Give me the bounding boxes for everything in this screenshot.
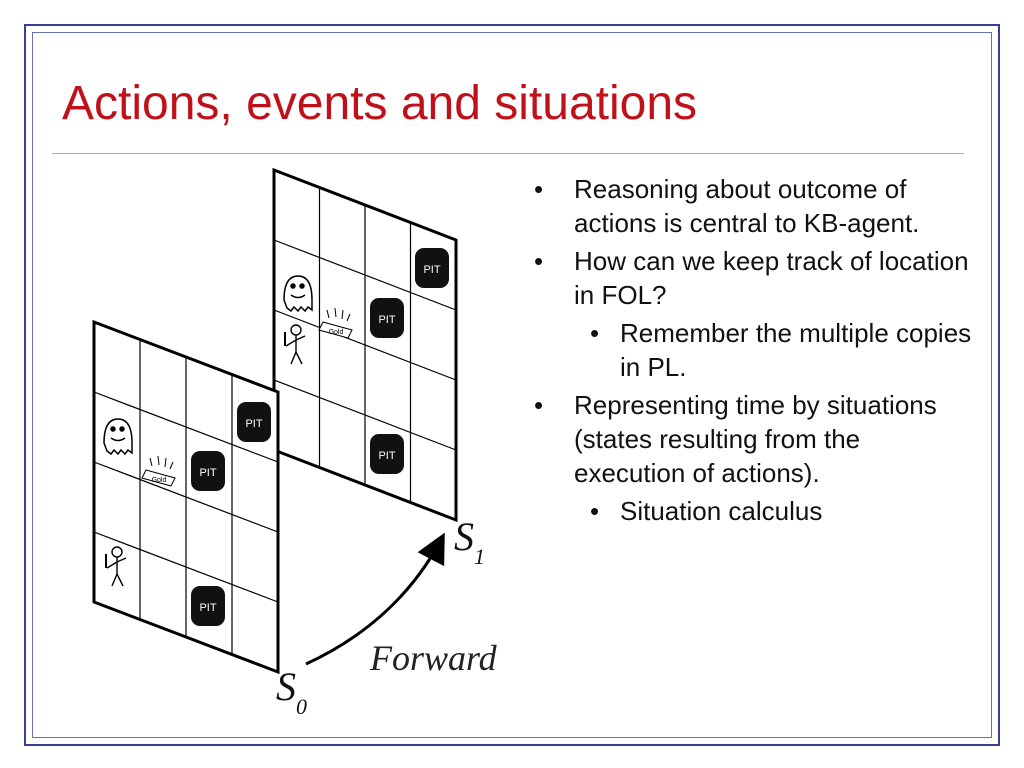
svg-text:PIT: PIT	[199, 602, 216, 614]
agent-s1	[284, 324, 306, 365]
pit-s0-a: PIT	[237, 402, 271, 442]
svg-text:PIT: PIT	[378, 314, 395, 326]
grid-s1	[272, 167, 458, 523]
pit-s0-b: PIT	[191, 451, 225, 491]
wumpus-s1	[283, 275, 313, 313]
pit-s1-a: PIT	[415, 248, 449, 288]
sub-bullet-item: • Situation calculus	[532, 494, 972, 528]
sub-bullet-item: • Remember the multiple copies in PL.	[532, 316, 972, 384]
bullet-text: Representing time by situations (states …	[574, 390, 937, 488]
svg-text:Gold: Gold	[329, 329, 344, 336]
svg-text:PIT: PIT	[378, 450, 395, 462]
pit-s0-c: PIT	[191, 586, 225, 626]
forward-label: Forward	[369, 638, 498, 678]
bullet-list: • Reasoning about outcome of actions is …	[532, 172, 972, 532]
bullet-marker: •	[534, 174, 544, 204]
bullet-text: Reasoning about outcome of actions is ce…	[574, 174, 920, 238]
bullet-marker: •	[534, 246, 544, 276]
label-s0: S 0	[276, 664, 307, 719]
slide-outer-frame	[24, 24, 1000, 746]
bullet-text: Situation calculus	[620, 496, 823, 526]
grid-s0	[92, 319, 280, 675]
bullet-item: • Reasoning about outcome of actions is …	[532, 172, 972, 240]
svg-text:PIT: PIT	[245, 418, 262, 430]
bullet-marker: •	[534, 390, 544, 420]
slide-title: Actions, events and situations	[62, 77, 698, 130]
svg-text:1: 1	[474, 544, 485, 569]
forward-arrow	[305, 532, 445, 666]
svg-text:S: S	[454, 514, 474, 559]
wumpus-situation-figure: PIT PIT PIT Gold	[92, 167, 498, 719]
svg-text:PIT: PIT	[199, 467, 216, 479]
svg-text:PIT: PIT	[423, 264, 440, 276]
pit-s1-c: PIT	[370, 434, 404, 474]
gold-s0: Gold	[141, 455, 176, 487]
gold-s1: Gold	[318, 307, 353, 339]
label-s1: S 1	[454, 514, 485, 569]
bullet-marker: •	[590, 318, 600, 348]
svg-text:Gold: Gold	[152, 477, 167, 484]
bullet-marker: •	[590, 496, 600, 526]
slide-inner-frame	[32, 32, 992, 738]
bullet-item: • Representing time by situations (state…	[532, 388, 972, 490]
svg-text:0: 0	[296, 694, 307, 719]
wumpus-s0	[103, 418, 133, 456]
svg-text:S: S	[276, 664, 296, 709]
title-divider	[52, 153, 964, 154]
bullet-text: How can we keep track of location in FOL…	[574, 246, 969, 310]
bullet-text: Remember the multiple copies in PL.	[620, 318, 972, 382]
pit-s1-b: PIT	[370, 298, 404, 338]
agent-s0	[105, 546, 127, 587]
bullet-item: • How can we keep track of location in F…	[532, 244, 972, 312]
